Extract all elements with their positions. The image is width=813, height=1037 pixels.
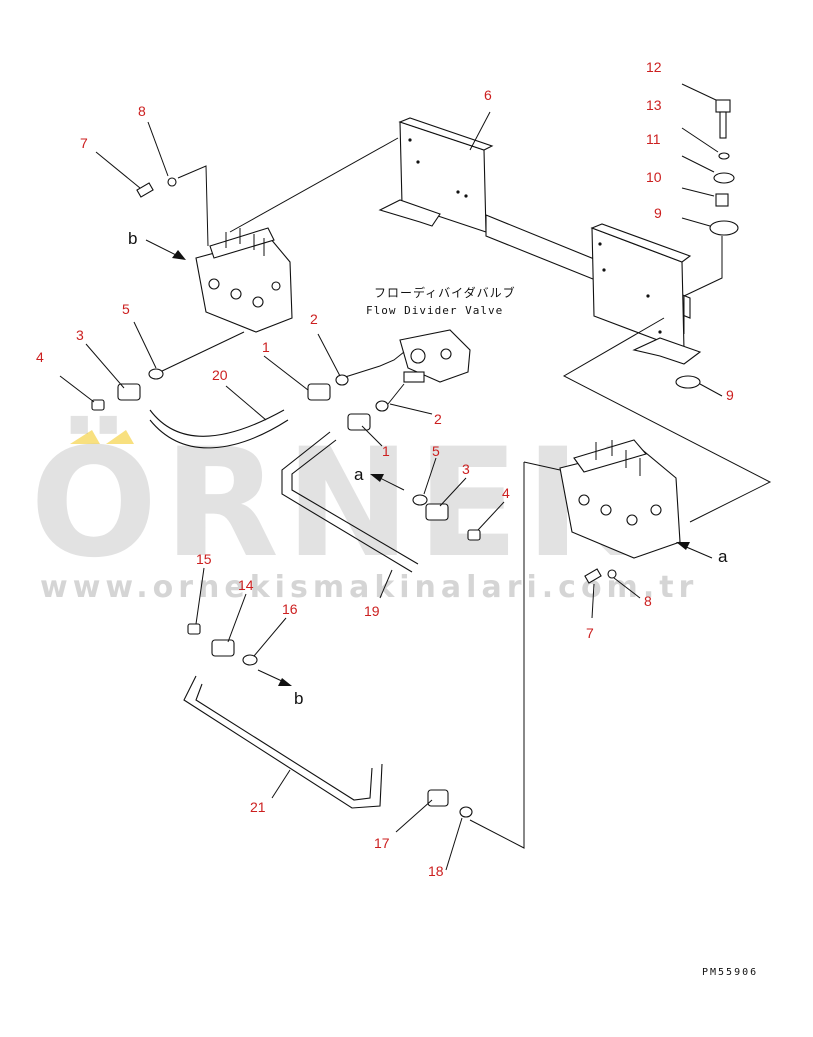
mounting-bracket — [378, 117, 702, 365]
callout-11: 11 — [646, 131, 661, 147]
tube-19 — [281, 431, 419, 573]
title-japanese: フローディバイダバルブ — [374, 285, 516, 300]
callout-4-right: 4 — [502, 485, 510, 501]
callout-leaders — [59, 83, 723, 871]
callout-15: 15 — [196, 551, 212, 567]
callout-6: 6 — [484, 87, 492, 103]
callout-4-left: 4 — [36, 349, 44, 365]
title-english: Flow Divider Valve — [366, 304, 503, 317]
drawing-code: PM55906 — [702, 967, 758, 978]
watermark-accent-right — [106, 430, 134, 444]
callout-18: 18 — [428, 863, 444, 879]
callout-1-lower: 1 — [382, 443, 390, 459]
callout-1-upper: 1 — [262, 339, 270, 355]
flow-divider-valve — [399, 329, 471, 383]
view-label-b-top: b — [128, 229, 137, 248]
fittings — [91, 99, 739, 818]
callout-14: 14 — [238, 577, 254, 593]
assembly-leader-lines — [159, 137, 772, 849]
callout-5-right: 5 — [432, 443, 440, 459]
callout-7-top: 7 — [80, 135, 88, 151]
callout-5-left: 5 — [122, 301, 130, 317]
watermark-brand: ÖRNEK — [30, 415, 647, 591]
callout-12: 12 — [646, 59, 662, 75]
callout-8-right: 8 — [644, 593, 652, 609]
callout-13: 13 — [646, 97, 662, 113]
callout-17: 17 — [374, 835, 390, 851]
callout-3-left: 3 — [76, 327, 84, 343]
view-arrows — [145, 239, 713, 686]
callout-10: 10 — [646, 169, 662, 185]
watermark: ÖRNEK www.ornekismakinalari.com.tr — [30, 415, 693, 605]
callout-16: 16 — [282, 601, 298, 617]
callout-3-right: 3 — [462, 461, 470, 477]
callout-8-top: 8 — [138, 103, 146, 119]
callout-2-lower: 2 — [434, 411, 442, 427]
callout-9-bottom: 9 — [726, 387, 734, 403]
callout-7-right: 7 — [586, 625, 594, 641]
view-label-b-bottom: b — [294, 689, 303, 708]
callout-9-top: 9 — [654, 205, 662, 221]
callout-21: 21 — [250, 799, 266, 815]
callout-20: 20 — [212, 367, 228, 383]
view-label-a-right: a — [718, 547, 728, 566]
callout-numbers: 8 7 6 12 13 11 10 9 9 5 2 1 3 4 20 2 1 5… — [36, 59, 734, 879]
control-valve-upper — [195, 227, 293, 333]
tube-21 — [183, 675, 383, 809]
view-label-a-left: a — [354, 465, 364, 484]
callout-2-upper: 2 — [310, 311, 318, 327]
view-labels: b a a b — [128, 229, 728, 708]
callout-19: 19 — [364, 603, 380, 619]
watermark-accent-left — [70, 430, 100, 444]
